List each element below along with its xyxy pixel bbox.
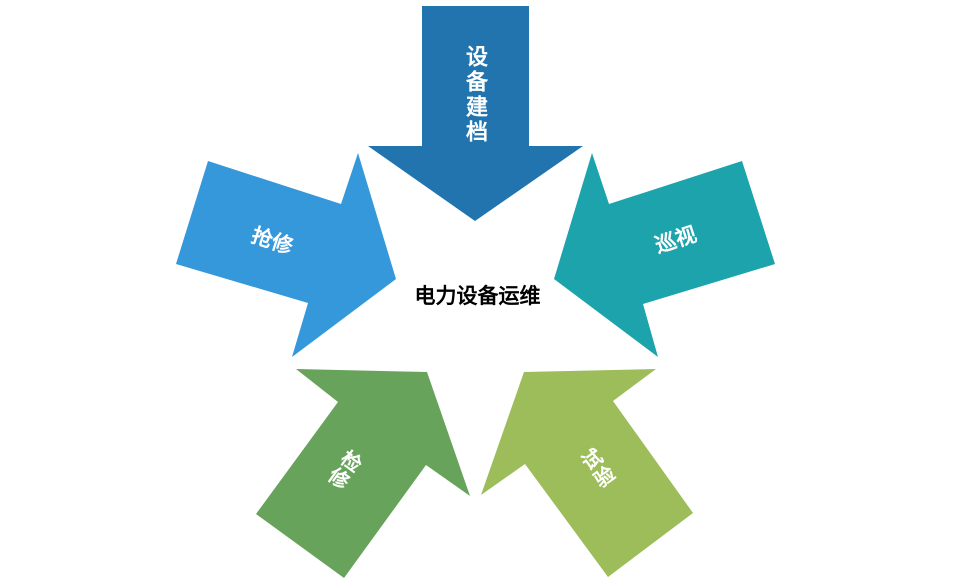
arrow-bottom-left-shape	[256, 369, 470, 578]
center-title: 电力设备运维	[414, 284, 541, 308]
arrow-top-label: 设备建档	[462, 45, 487, 145]
arrow-right-shape	[554, 153, 775, 357]
arrow-top-shape	[368, 6, 583, 221]
arrow-left-shape	[176, 153, 396, 357]
arrow-bottom-right-shape	[481, 369, 693, 577]
